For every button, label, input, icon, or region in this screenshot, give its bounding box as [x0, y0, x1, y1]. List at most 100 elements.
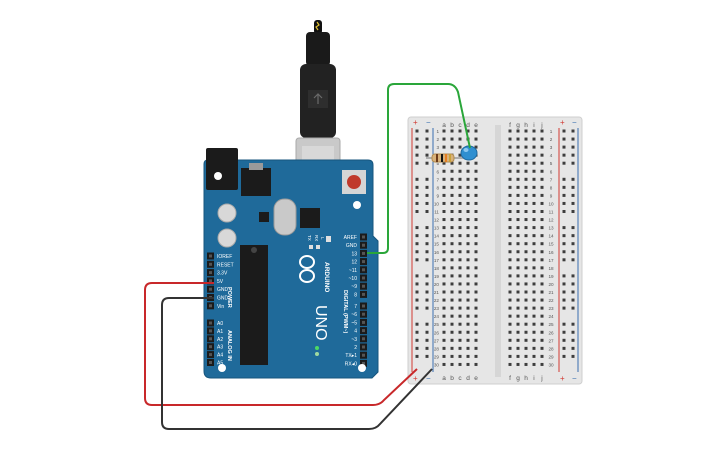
breadboard-hole[interactable]	[516, 354, 520, 358]
rail-hole[interactable]	[415, 306, 419, 310]
breadboard-hole[interactable]	[516, 201, 520, 205]
breadboard-hole[interactable]	[450, 226, 454, 230]
breadboard-hole[interactable]	[516, 177, 520, 181]
breadboard-hole[interactable]	[524, 282, 528, 286]
breadboard-hole[interactable]	[458, 201, 462, 205]
breadboard-hole[interactable]	[540, 169, 544, 173]
rail-hole[interactable]	[562, 298, 566, 302]
breadboard-hole[interactable]	[532, 258, 536, 262]
breadboard-hole[interactable]	[540, 306, 544, 310]
breadboard-hole[interactable]	[458, 129, 462, 133]
breadboard-hole[interactable]	[516, 226, 520, 230]
rail-hole[interactable]	[425, 250, 429, 254]
rail-hole[interactable]	[562, 210, 566, 213]
resistor[interactable]	[426, 153, 464, 163]
breadboard-hole[interactable]	[508, 346, 512, 350]
breadboard-hole[interactable]	[466, 210, 470, 213]
breadboard-hole[interactable]	[458, 354, 462, 358]
rail-hole[interactable]	[562, 161, 566, 165]
breadboard-hole[interactable]	[540, 226, 544, 230]
breadboard-hole[interactable]	[466, 242, 470, 246]
breadboard-hole[interactable]	[516, 362, 520, 366]
breadboard-hole[interactable]	[508, 185, 512, 189]
breadboard-hole[interactable]	[516, 153, 520, 157]
breadboard-hole[interactable]	[508, 354, 512, 358]
breadboard-hole[interactable]	[508, 193, 512, 197]
breadboard-hole[interactable]	[516, 346, 520, 350]
rail-hole[interactable]	[415, 145, 419, 149]
rail-hole[interactable]	[425, 137, 429, 141]
breadboard-hole[interactable]	[508, 290, 512, 294]
breadboard-hole[interactable]	[540, 338, 544, 342]
breadboard-hole[interactable]	[508, 298, 512, 302]
breadboard-hole[interactable]	[442, 330, 446, 334]
breadboard-hole[interactable]	[450, 354, 454, 358]
breadboard-hole[interactable]	[516, 282, 520, 286]
breadboard-hole[interactable]	[540, 234, 544, 238]
breadboard-hole[interactable]	[458, 193, 462, 197]
breadboard-hole[interactable]	[442, 193, 446, 197]
breadboard-hole[interactable]	[508, 266, 512, 270]
breadboard-hole[interactable]	[466, 129, 470, 133]
breadboard-hole[interactable]	[466, 306, 470, 310]
rail-hole[interactable]	[562, 330, 566, 334]
breadboard-hole[interactable]	[458, 274, 462, 278]
breadboard-hole[interactable]	[450, 250, 454, 254]
breadboard-hole[interactable]	[450, 201, 454, 205]
rail-hole[interactable]	[415, 234, 419, 238]
breadboard-hole[interactable]	[524, 153, 528, 157]
breadboard-hole[interactable]	[532, 210, 536, 213]
breadboard-hole[interactable]	[458, 322, 462, 326]
breadboard-hole[interactable]	[508, 210, 512, 213]
breadboard-hole[interactable]	[442, 362, 446, 366]
rail-hole[interactable]	[571, 250, 575, 254]
breadboard-hole[interactable]	[532, 362, 536, 366]
breadboard-hole[interactable]	[450, 218, 454, 222]
breadboard-hole[interactable]	[516, 161, 520, 165]
breadboard-hole[interactable]	[474, 210, 478, 213]
rail-hole[interactable]	[425, 234, 429, 238]
breadboard-hole[interactable]	[450, 314, 454, 318]
breadboard-hole[interactable]	[458, 185, 462, 189]
breadboard-hole[interactable]	[450, 362, 454, 366]
breadboard-hole[interactable]	[532, 338, 536, 342]
breadboard-hole[interactable]	[466, 161, 470, 165]
breadboard-hole[interactable]	[540, 282, 544, 286]
breadboard-hole[interactable]	[540, 290, 544, 294]
breadboard-hole[interactable]	[474, 290, 478, 294]
rail-hole[interactable]	[425, 129, 429, 133]
breadboard-hole[interactable]	[466, 258, 470, 262]
breadboard-hole[interactable]	[516, 330, 520, 334]
rail-hole[interactable]	[415, 201, 419, 205]
breadboard-hole[interactable]	[474, 137, 478, 141]
led[interactable]	[460, 145, 478, 161]
breadboard-hole[interactable]	[458, 290, 462, 294]
rail-hole[interactable]	[562, 274, 566, 278]
rail-hole[interactable]	[415, 258, 419, 262]
breadboard-hole[interactable]	[442, 338, 446, 342]
breadboard-hole[interactable]	[524, 145, 528, 149]
breadboard-hole[interactable]	[474, 330, 478, 334]
breadboard-hole[interactable]	[458, 346, 462, 350]
wire-green-pin13[interactable]	[367, 83, 471, 254]
breadboard-hole[interactable]	[508, 161, 512, 165]
breadboard-hole[interactable]	[532, 306, 536, 310]
rail-hole[interactable]	[562, 226, 566, 230]
breadboard-hole[interactable]	[524, 266, 528, 270]
rail-hole[interactable]	[571, 210, 575, 213]
breadboard-hole[interactable]	[516, 250, 520, 254]
rail-hole[interactable]	[425, 354, 429, 358]
rail-hole[interactable]	[562, 250, 566, 254]
breadboard-hole[interactable]	[458, 226, 462, 230]
breadboard-hole[interactable]	[458, 218, 462, 222]
breadboard-hole[interactable]	[458, 314, 462, 318]
breadboard-hole[interactable]	[466, 226, 470, 230]
breadboard-hole[interactable]	[442, 201, 446, 205]
breadboard-hole[interactable]	[466, 330, 470, 334]
rail-hole[interactable]	[415, 210, 419, 213]
breadboard-hole[interactable]	[532, 201, 536, 205]
breadboard-hole[interactable]	[450, 338, 454, 342]
rail-hole[interactable]	[571, 201, 575, 205]
rail-hole[interactable]	[425, 338, 429, 342]
